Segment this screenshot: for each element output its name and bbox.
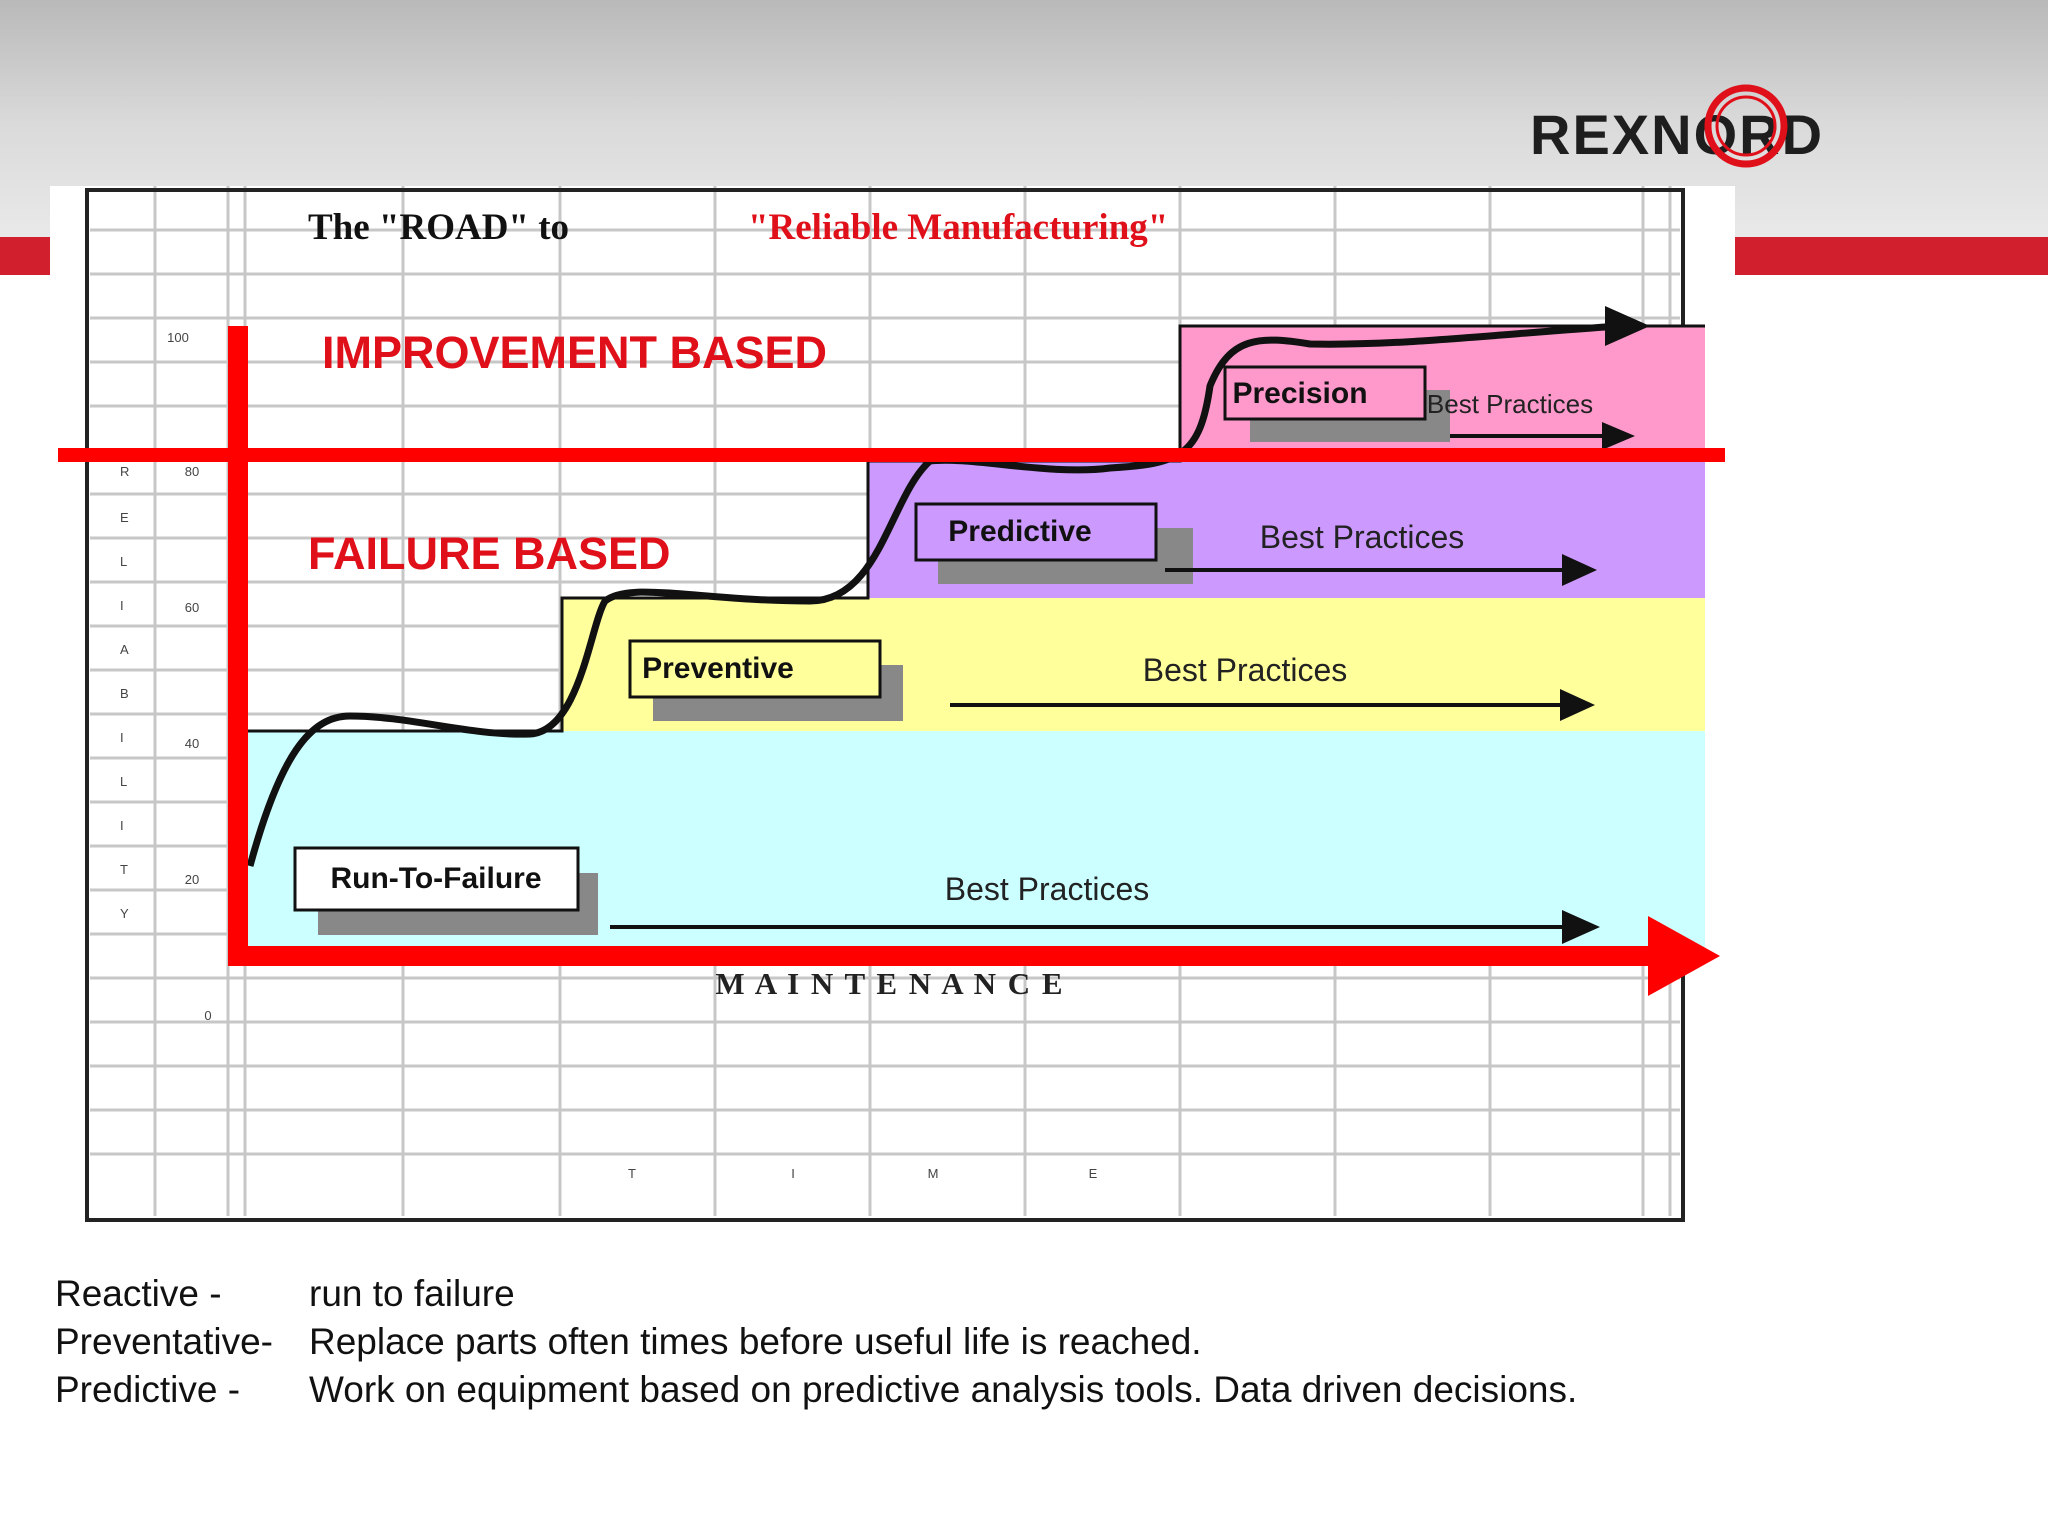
svg-text:E: E: [120, 510, 129, 525]
legend-desc: run to failure: [309, 1273, 515, 1314]
svg-text:L: L: [120, 554, 127, 569]
svg-text:60: 60: [185, 600, 199, 615]
stage-box-precision: Precision: [1223, 365, 1450, 442]
svg-text:A: A: [120, 642, 129, 657]
arrowhead-preventive-icon: [1560, 689, 1595, 721]
legend-desc: Replace parts often times before useful …: [309, 1321, 1202, 1362]
svg-text:20: 20: [185, 872, 199, 887]
diagram-title-left: The "ROAD" to: [308, 207, 569, 248]
legend-row-reactive: Reactive - run to failure: [55, 1270, 1577, 1318]
stage-box-run-to-failure: Run-To-Failure: [293, 846, 598, 935]
x-axis-arrowhead-icon: [1648, 916, 1720, 996]
svg-text:I: I: [791, 1166, 795, 1181]
failure-based-heading: FAILURE BASED: [308, 528, 671, 579]
svg-text:100: 100: [167, 330, 189, 345]
best-practices-precision: Best Practices: [1427, 389, 1593, 419]
arrowhead-predictive-icon: [1562, 554, 1597, 586]
legend-row-predictive: Predictive - Work on equipment based on …: [55, 1366, 1577, 1414]
svg-text:T: T: [120, 862, 128, 877]
svg-text:0: 0: [204, 1008, 211, 1023]
arrowhead-run-to-failure-icon: [1562, 910, 1600, 944]
rexnord-logo: REXNORD: [1530, 84, 1822, 168]
diagram-title-right: "Reliable Manufacturing": [748, 207, 1168, 248]
svg-text:40: 40: [185, 736, 199, 751]
stage-label-preventive: Preventive: [642, 652, 794, 685]
red-stripe-right: [1735, 237, 2048, 275]
y-axis-reliability: [228, 326, 248, 962]
svg-text:I: I: [120, 730, 124, 745]
road-diagram-svg: The "ROAD" to "Reliable Manufacturing" I…: [58, 186, 1725, 1222]
legend-desc: Work on equipment based on predictive an…: [309, 1369, 1578, 1410]
legend-term: Preventative-: [55, 1321, 273, 1362]
arrowhead-precision-icon: [1602, 422, 1635, 450]
stage-box-preventive: Preventive: [628, 639, 903, 721]
y-axis-ticks: 100 80 60 40 20 0: [167, 330, 211, 1023]
stage-box-predictive: Predictive: [914, 502, 1193, 584]
svg-text:I: I: [120, 598, 124, 613]
legend-term: Reactive -: [55, 1273, 222, 1314]
svg-text:Y: Y: [120, 906, 129, 921]
best-practices-predictive: Best Practices: [1260, 519, 1465, 555]
red-stripe-left: [0, 237, 52, 275]
legend-term: Predictive -: [55, 1369, 241, 1410]
reliability-road-curve: [246, 322, 1621, 867]
stage-label-run-to-failure: Run-To-Failure: [330, 862, 541, 895]
stage-label-predictive: Predictive: [948, 515, 1091, 548]
stage-label-precision: Precision: [1232, 377, 1367, 410]
definitions-legend: Reactive - run to failure Preventative- …: [55, 1270, 1577, 1414]
svg-text:T: T: [628, 1166, 636, 1181]
improvement-based-heading: IMPROVEMENT BASED: [322, 327, 827, 378]
logo-ring-inner-icon: [1715, 95, 1777, 157]
maintenance-axis-label: M A I N T E N A N C E: [715, 966, 1064, 1001]
svg-text:E: E: [1089, 1166, 1098, 1181]
x-axis-letters: T I M E: [628, 1166, 1098, 1181]
svg-text:M: M: [928, 1166, 939, 1181]
best-practices-preventive: Best Practices: [1143, 652, 1348, 688]
best-practices-run-to-failure: Best Practices: [945, 871, 1150, 907]
svg-text:80: 80: [185, 464, 199, 479]
logo-ring-icon: [1704, 84, 1788, 168]
x-axis-maintenance: [228, 946, 1648, 966]
svg-text:L: L: [120, 774, 127, 789]
failure-improvement-divider: [58, 448, 1725, 462]
svg-text:R: R: [120, 464, 129, 479]
road-curve-arrowhead-icon: [1605, 306, 1650, 346]
legend-row-preventative: Preventative- Replace parts often times …: [55, 1318, 1577, 1366]
road-diagram: The "ROAD" to "Reliable Manufacturing" I…: [50, 186, 1735, 1233]
svg-text:I: I: [120, 818, 124, 833]
svg-text:B: B: [120, 686, 129, 701]
y-axis-letters: R E L I A B I L I T Y: [120, 464, 129, 921]
